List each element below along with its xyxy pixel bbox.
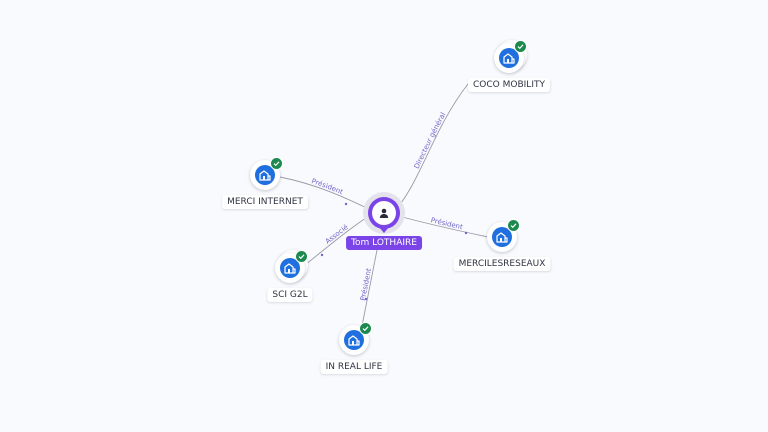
company-circle <box>487 219 520 252</box>
verified-check-icon <box>514 40 527 53</box>
svg-text:Président: Président <box>359 267 373 301</box>
edge-arrow-dot <box>344 202 348 206</box>
edge-arrow-dot <box>464 231 468 235</box>
edge-label-president-in-real-life: Président <box>359 267 373 301</box>
company-circle <box>494 40 527 73</box>
company-label: SCI G2L <box>267 288 313 302</box>
building-icon <box>499 48 519 68</box>
edge-mercilesreseaux: Président <box>394 214 489 238</box>
person-name-label[interactable]: Tom LOTHAIRE <box>346 236 422 250</box>
svg-text:Président: Président <box>430 216 464 231</box>
person-circle <box>368 197 400 229</box>
building-icon <box>255 165 275 185</box>
company-label: MERCI INTERNET <box>222 195 308 209</box>
company-circle <box>339 322 372 355</box>
building-icon <box>492 227 512 247</box>
edge-label-directeur-general: Directeur général <box>413 111 448 170</box>
verified-check-icon <box>507 219 520 232</box>
building-icon <box>344 330 364 350</box>
edge-label-president-mercilesreseaux: Président <box>430 216 464 231</box>
edge-arrow-dot <box>364 297 368 301</box>
verified-check-icon <box>359 322 372 335</box>
company-circle <box>275 250 308 283</box>
verified-check-icon <box>270 157 283 170</box>
company-label: COCO MOBILITY <box>468 78 550 92</box>
verified-check-icon <box>295 250 308 263</box>
company-label: MERCILESRESEAUX <box>453 257 551 271</box>
person-node[interactable] <box>363 192 405 234</box>
building-icon <box>280 258 300 278</box>
company-circle <box>250 157 283 190</box>
edge-arrow-dot <box>320 253 324 257</box>
edge-in-real-life: Président <box>359 244 379 327</box>
svg-text:Directeur général: Directeur général <box>413 111 448 170</box>
person-pointer <box>379 227 389 233</box>
company-label: IN REAL LIFE <box>320 360 388 374</box>
person-icon <box>372 201 396 225</box>
